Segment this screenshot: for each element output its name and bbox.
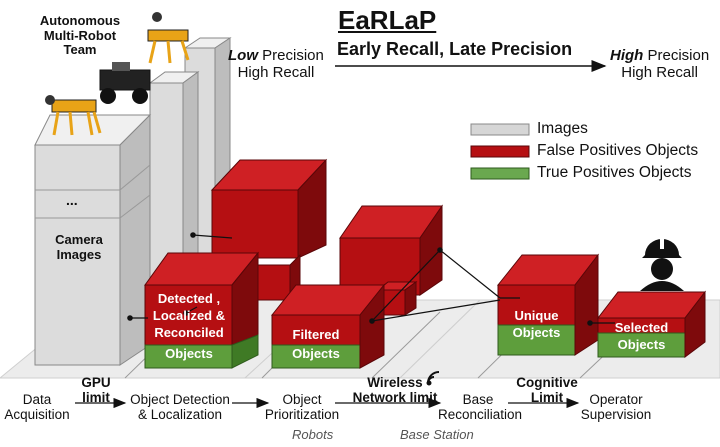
high-precision-label: High Precision High Recall <box>610 47 710 82</box>
legend-swatches <box>470 123 530 180</box>
filtered-cube-label: Filtered <box>292 327 340 342</box>
stage-object-detection: Object Detection & Localization <box>130 392 230 423</box>
robot-dog-back-icon <box>147 12 190 64</box>
wifi-icon <box>426 371 440 386</box>
cube-detected <box>144 251 260 369</box>
legend-swatch-true-positives <box>470 167 530 180</box>
detected-line1: Detected , <box>157 291 221 306</box>
operator-icon <box>640 239 684 291</box>
unique-line1: Unique <box>514 308 559 323</box>
low-precision-recall: High Recall <box>237 63 315 81</box>
cube-small-red-b <box>376 281 418 316</box>
image-tower-front <box>34 113 152 366</box>
robot-rover-icon <box>99 62 151 104</box>
stage-data-acquisition: Data Acquisition <box>4 392 70 423</box>
ellipsis-label: ... <box>66 192 78 208</box>
team-label-line1: Autonomous <box>39 13 121 28</box>
detected-line3: Reconciled <box>154 324 224 340</box>
camera-label-line1: Camera <box>55 232 103 247</box>
region-base-station-label: Base Station <box>400 427 474 442</box>
stage-object-prioritization: Object Prioritization <box>264 392 340 423</box>
wireless-line1: Wireless <box>367 375 423 390</box>
high-precision-emph: High <box>610 47 644 64</box>
cognitive-line2: Limit <box>530 390 564 406</box>
robot-dog-icon <box>45 95 102 136</box>
legend-label-false-positives: False Positives Objects <box>537 142 699 159</box>
gpu-line1: GPU <box>81 375 111 390</box>
cube-big-red <box>210 158 328 259</box>
region-robots-label: Robots <box>292 427 334 442</box>
cognitive-limit-label: Cognitive Limit <box>510 375 584 405</box>
low-precision-emph: Low <box>228 47 258 64</box>
legend-label-true-positives: True Positives Objects <box>537 164 692 181</box>
detected-line2: Localized & <box>152 307 226 323</box>
detected-cube-label: Detected , Localized & Reconciled <box>148 291 230 342</box>
wireless-line2: Network limit <box>352 390 438 406</box>
high-precision-rest: Precision <box>643 47 710 64</box>
detected-objects-label: Objects <box>165 346 213 361</box>
unique-line2: Objects <box>512 324 561 340</box>
unique-cube-label: Unique Objects <box>500 308 573 342</box>
gpu-limit-label: GPU limit <box>76 375 116 405</box>
gpu-line2: limit <box>82 390 110 406</box>
cognitive-line1: Cognitive <box>516 375 578 390</box>
selected-line1: Selected <box>614 320 669 335</box>
selected-cube-label: Selected Objects <box>600 320 683 354</box>
legend-swatch-false-positives <box>470 145 530 158</box>
stage-operator-supervision: Operator Supervision <box>580 392 652 423</box>
wireless-limit-label: Wireless Network limit <box>347 375 443 405</box>
diagram-subtitle: Early Recall, Late Precision <box>337 39 573 59</box>
team-label-line2: Multi-Robot <box>43 27 117 43</box>
filtered-objects-label: Objects <box>292 346 340 361</box>
cube-selected <box>596 290 707 358</box>
stage-base-reconciliation: Base Reconciliation <box>438 392 523 423</box>
cube-mid-red <box>339 204 443 296</box>
legend-label-images: Images <box>537 120 588 137</box>
selected-line2: Objects <box>617 336 666 352</box>
team-label: Autonomous Multi-Robot Team <box>30 13 130 58</box>
low-precision-rest: Precision <box>258 47 324 64</box>
high-precision-recall: High Recall <box>621 63 698 81</box>
cube-filtered <box>270 283 386 369</box>
diagram-title: EaRLaP <box>338 5 437 35</box>
connector-lines <box>127 232 615 326</box>
low-precision-label: Low Precision High Recall <box>228 47 324 82</box>
team-label-line3: Team <box>63 42 97 58</box>
cube-unique <box>496 253 600 356</box>
legend-swatch-images <box>470 123 530 136</box>
camera-label-line2: Images <box>56 246 102 262</box>
camera-images-label: Camera Images <box>40 232 118 262</box>
